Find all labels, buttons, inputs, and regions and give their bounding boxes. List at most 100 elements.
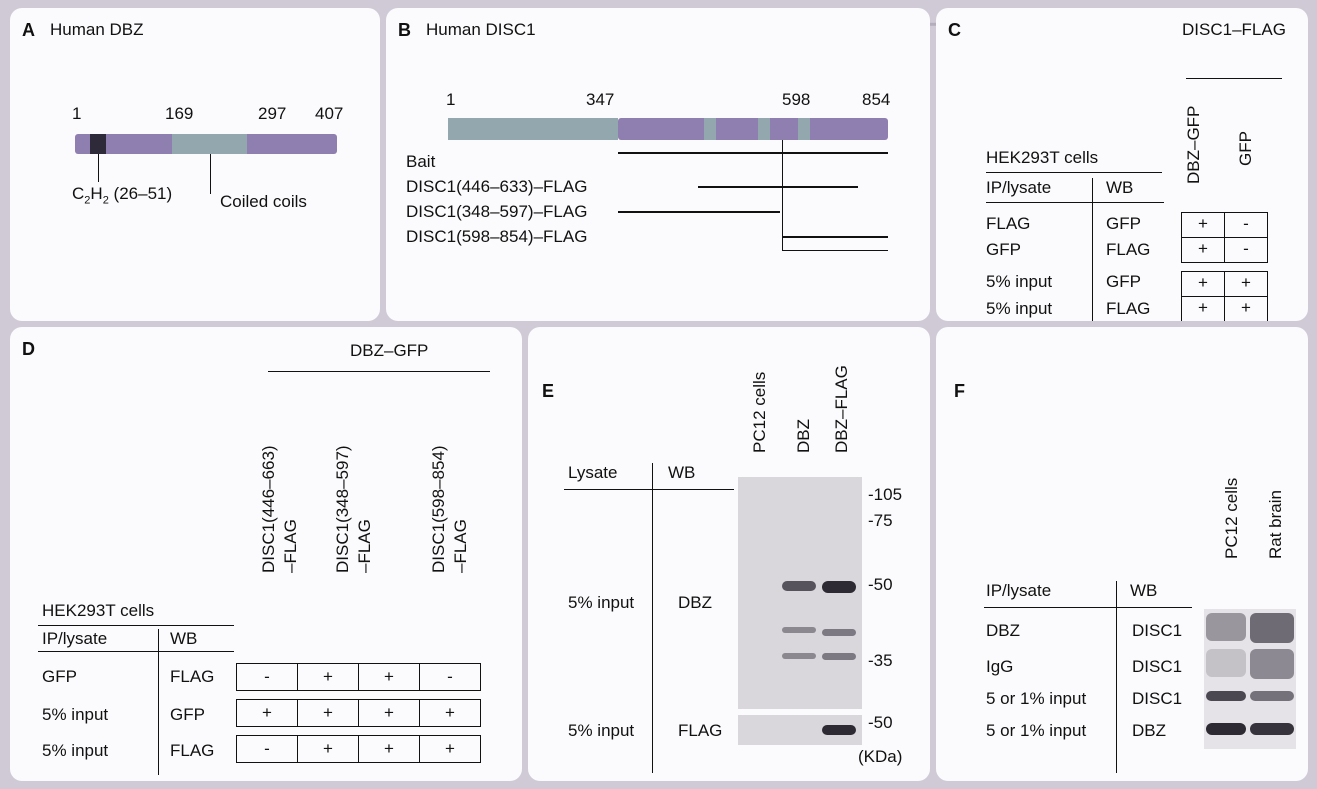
construct-range-line (782, 236, 888, 238)
lane-cell: + (358, 663, 420, 691)
row-label: FLAG (170, 741, 215, 760)
panel-letter: D (22, 339, 35, 359)
lane-label: DISC1(348–597)–FLAG (333, 445, 374, 573)
column-header: IP/lysate (42, 629, 108, 648)
lane-cell: - (1224, 237, 1268, 263)
lane-label: PC12 cells (750, 371, 769, 453)
western-blot-dbz (738, 477, 862, 709)
panel-c: C DISC1–FLAG DBZ–GFP GFP HEK293T cells I… (936, 8, 1308, 321)
lane-label: GFP (1236, 131, 1255, 166)
panel-a: A Human DBZ 1 169 297 407 C2H2 (26–51) C… (10, 8, 380, 321)
panel-letter: F (954, 381, 965, 401)
lane-label: DBZ–FLAG (832, 365, 851, 453)
lane-cell: - (1224, 212, 1268, 238)
panel-letter: A (22, 20, 35, 40)
column-header: Lysate (568, 463, 618, 482)
row-label: FLAG (1106, 240, 1151, 259)
row-label: IgG (986, 657, 1014, 676)
position-label: 598 (782, 90, 811, 109)
row-label: 5 or 1% input (986, 689, 1087, 708)
row-label: 5% input (986, 272, 1053, 291)
row-label: FLAG (1106, 299, 1151, 318)
row-label: DBZ (986, 621, 1020, 640)
cell-line-label: HEK293T cells (42, 601, 155, 620)
cell-line-label: HEK293T cells (986, 148, 1099, 167)
position-label: 854 (862, 90, 891, 109)
row-label: 5% input (986, 299, 1053, 318)
lane-cell: + (358, 699, 420, 727)
position-label: 169 (165, 104, 194, 123)
column-header: WB (1130, 581, 1158, 600)
mw-unit: (KDa) (858, 747, 903, 766)
mw-marker: -50 (868, 713, 893, 732)
lane-label: DISC1(446–663)–FLAG (259, 445, 300, 573)
mw-marker: -50 (868, 575, 893, 594)
row-label: FLAG (170, 667, 215, 686)
row-label: 5 or 1% input (986, 721, 1087, 740)
lane-label: DISC1(598–854)–FLAG (429, 445, 470, 573)
lane-label: DBZ (794, 419, 813, 453)
column-header: IP/lysate (986, 581, 1052, 600)
zinc-finger-domain (90, 134, 106, 154)
construct-header: DISC1–FLAG (1182, 20, 1286, 39)
lane-cell: + (297, 735, 359, 763)
position-label: 297 (258, 104, 287, 123)
panel-letter: C (948, 20, 961, 40)
bait-label: Bait (406, 152, 436, 171)
row-label: 5% input (568, 593, 635, 612)
construct-label: DISC1(348–597)–FLAG (406, 202, 588, 221)
column-header: WB (668, 463, 696, 482)
lane-label: PC12 cells (1222, 477, 1241, 559)
panel-e: E PC12 cells DBZ DBZ–FLAG Lysate WB 5% i… (528, 327, 930, 781)
construct-header: DBZ–GFP (350, 341, 429, 360)
lane-label: Rat brain (1266, 490, 1285, 559)
western-blot-panel (1204, 609, 1296, 749)
lane-cell: - (236, 663, 298, 691)
position-label: 1 (446, 90, 456, 109)
row-label: GFP (42, 667, 77, 686)
row-label: GFP (170, 705, 205, 724)
column-header: WB (170, 629, 198, 648)
lane-cell: + (1181, 271, 1225, 297)
lane-cell: + (1224, 271, 1268, 297)
bait-range-line (618, 152, 888, 154)
row-label: FLAG (986, 214, 1031, 233)
row-label: DISC1 (1132, 621, 1183, 640)
panel-letter: B (398, 20, 411, 40)
column-header: IP/lysate (986, 178, 1052, 197)
lane-cell: + (419, 735, 481, 763)
western-blot-flag (738, 715, 862, 745)
row-label: DISC1 (1132, 657, 1183, 676)
panel-b: B Human DISC1 1 347 598 854 Bait DISC1(4… (386, 8, 930, 321)
row-label: GFP (986, 240, 1021, 259)
lane-cell: + (1224, 296, 1268, 321)
lane-cell: + (358, 735, 420, 763)
position-label: 1 (72, 104, 82, 123)
row-label: FLAG (678, 721, 723, 740)
position-label: 407 (315, 104, 344, 123)
lane-cell: + (236, 699, 298, 727)
column-header: WB (1106, 178, 1134, 197)
lane-cell: + (1181, 296, 1225, 321)
mw-marker: -75 (868, 511, 893, 530)
panel-title: Human DBZ (50, 20, 144, 39)
lane-cell: + (297, 699, 359, 727)
construct-label: DISC1(446–633)–FLAG (406, 177, 588, 196)
row-label: GFP (1106, 272, 1141, 291)
construct-range-line (698, 186, 858, 188)
panel-d: D DBZ–GFP DISC1(446–663)–FLAG DISC1(348–… (10, 327, 522, 781)
construct-label: DISC1(598–854)–FLAG (406, 227, 588, 246)
lane-cell: - (419, 663, 481, 691)
lane-cell: + (419, 699, 481, 727)
zinc-finger-label: C2H2 (26–51) (72, 184, 173, 207)
lane-cell: + (1181, 237, 1225, 263)
coiled-coil-domain (172, 134, 247, 154)
panel-letter: E (542, 381, 555, 401)
mw-marker: -105 (868, 485, 903, 504)
row-label: 5% input (568, 721, 635, 740)
lane-cell: + (297, 663, 359, 691)
lane-cell: - (236, 735, 298, 763)
panel-f: F PC12 cells Rat brain IP/lysate WB DBZ … (936, 327, 1308, 781)
row-label: DBZ (1132, 721, 1166, 740)
row-label: 5% input (42, 705, 109, 724)
